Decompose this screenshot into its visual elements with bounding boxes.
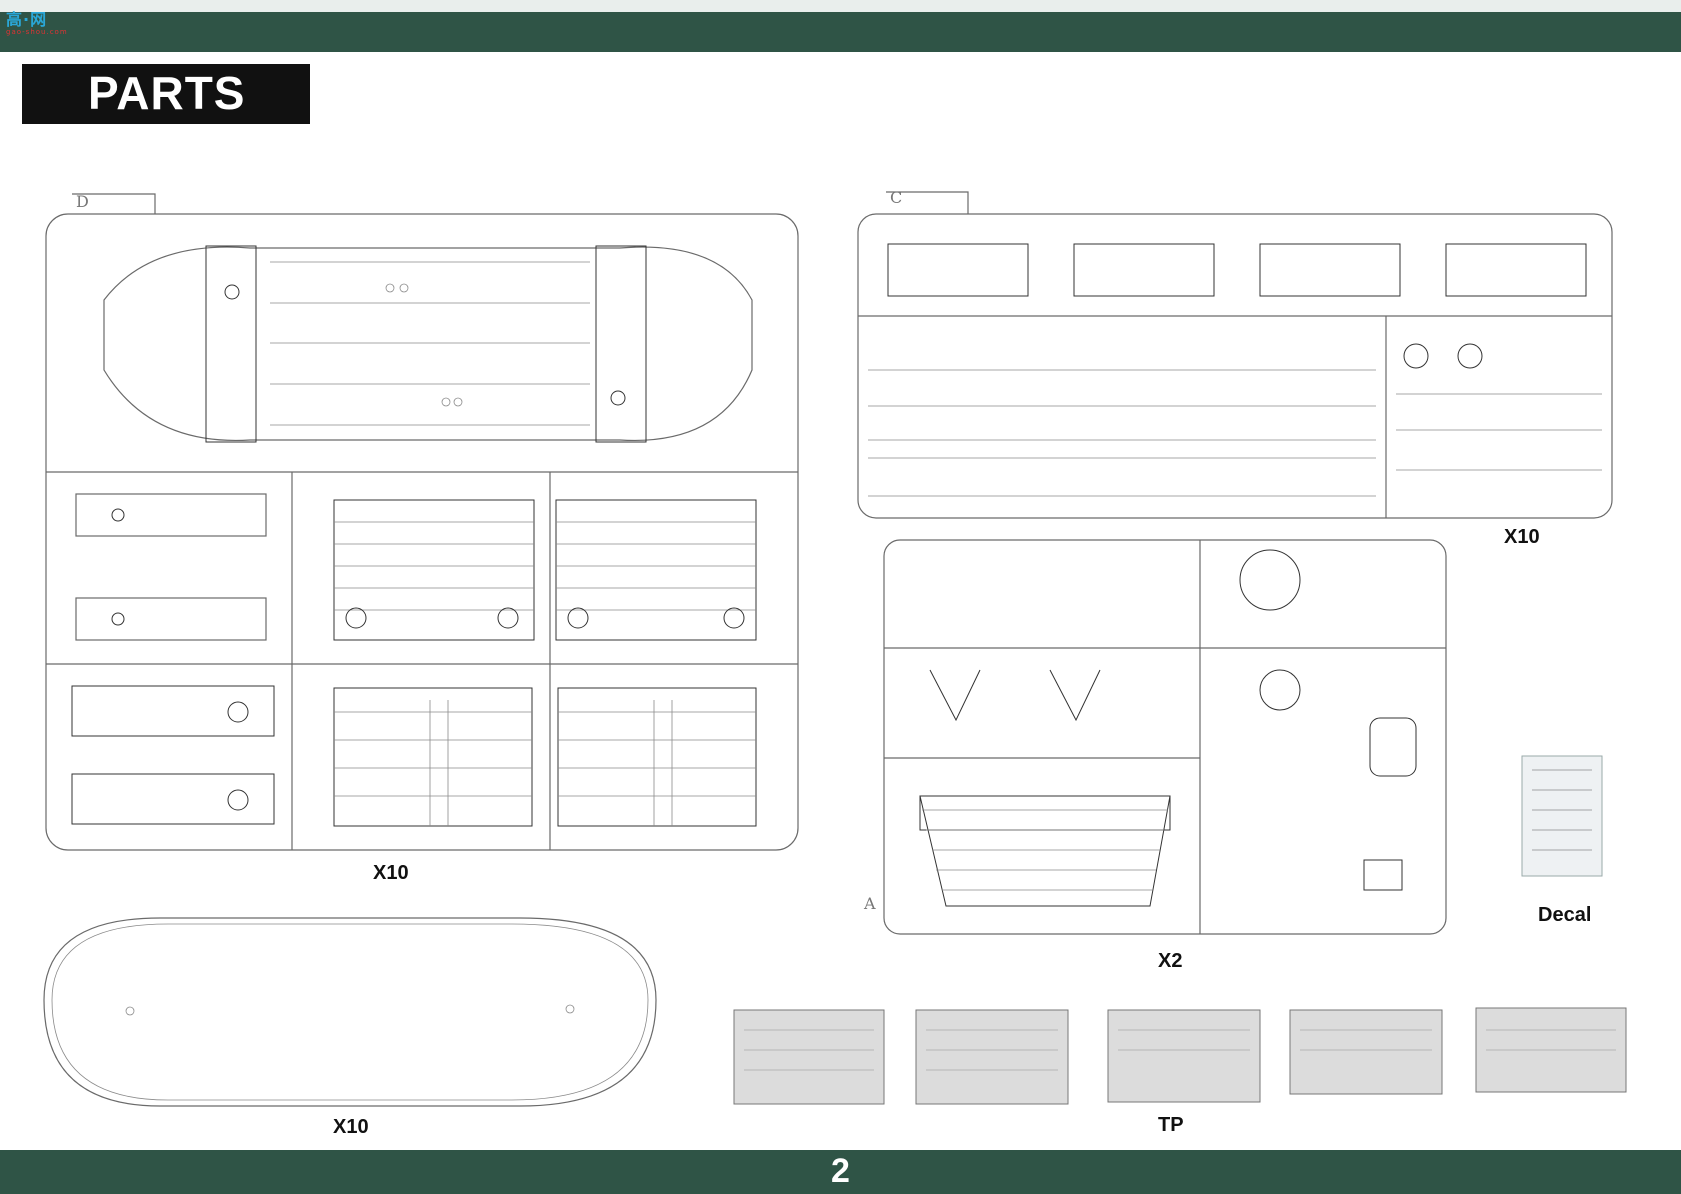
oval-qty: X10 <box>333 1116 369 1138</box>
sprue-a <box>883 539 1447 935</box>
sprue-d <box>45 193 799 851</box>
sprue-c-qty: X10 <box>1504 526 1540 548</box>
sprue-a-tag: A <box>864 894 876 913</box>
sprue-d-qty: X10 <box>373 862 409 884</box>
photo-etch-frets <box>733 1007 1627 1105</box>
decal-sheet <box>1521 755 1603 877</box>
title-box <box>22 64 310 124</box>
bottom-banner <box>0 1150 1681 1194</box>
page-number: 2 <box>831 1152 850 1190</box>
sprue-a-qty: X2 <box>1158 950 1183 972</box>
photo-etch-label: TP <box>1158 1114 1184 1136</box>
sprue-d-tag: D <box>76 192 89 211</box>
top-banner <box>0 0 1681 52</box>
oval-base <box>43 917 657 1107</box>
decal-label: Decal <box>1538 904 1592 926</box>
sprue-c <box>857 191 1613 519</box>
page-title: PARTS <box>88 67 246 119</box>
sprue-c-tag: C <box>890 188 903 207</box>
